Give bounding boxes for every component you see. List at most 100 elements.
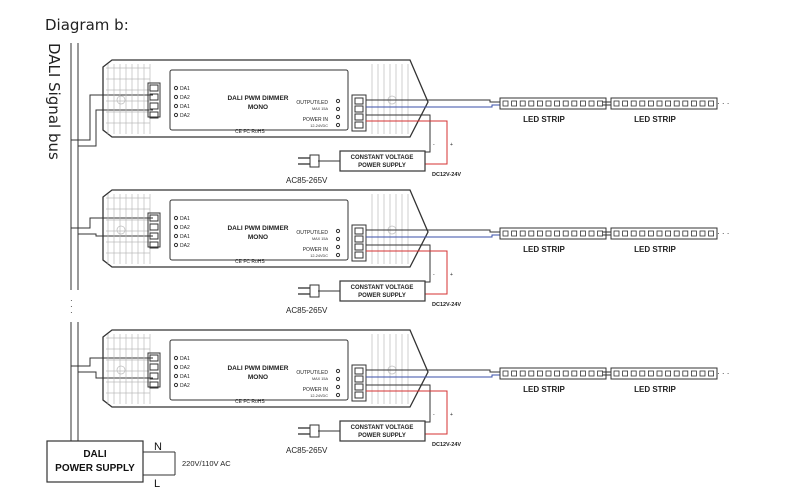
led-chip <box>639 230 646 237</box>
power-in-label: POWER IN <box>303 117 329 123</box>
dimmer-name: DALI PWM DIMMER <box>227 365 288 372</box>
negative-wire <box>366 244 431 283</box>
dali-terminal-block <box>147 82 161 118</box>
led-chip <box>682 230 689 237</box>
led-chip <box>519 370 526 377</box>
led-chip <box>554 370 560 377</box>
output-rating: MAX 15A <box>312 377 329 381</box>
terminal-dot <box>173 224 179 230</box>
power-in-rating: 12-24VDC <box>310 254 328 258</box>
dali-terminal-block <box>147 352 161 388</box>
led-chip <box>691 100 697 107</box>
power-in-rating: 12-24VDC <box>310 124 328 128</box>
led-chip <box>691 370 697 377</box>
cert-marks: CE FC RoHS <box>235 399 265 405</box>
positive-sign: + <box>450 412 453 418</box>
strip-continuation: · · · <box>717 229 729 238</box>
negative-wire <box>366 114 431 153</box>
terminal-dot <box>173 242 179 248</box>
terminal-label: DA2 <box>180 243 190 249</box>
led-chip <box>699 100 706 107</box>
svg-text:·: · <box>70 302 73 311</box>
ac-input-label: AC85-265V <box>286 446 328 455</box>
terminal-screw <box>149 241 159 249</box>
dali-bus-wires: · · · <box>70 43 153 445</box>
led-strip-2 <box>610 367 718 380</box>
led-strip-1 <box>499 97 607 110</box>
led-chip <box>673 370 680 377</box>
led-chip <box>528 370 535 377</box>
led-chip <box>562 100 569 107</box>
led-chip <box>502 100 509 107</box>
dimmer-housing <box>102 59 429 138</box>
led-chip <box>665 100 671 107</box>
terminal-screw <box>149 93 159 101</box>
terminal-dot <box>173 364 179 370</box>
led-chip <box>613 370 620 377</box>
led-chip <box>537 100 543 107</box>
led-chip <box>511 230 518 237</box>
power-in-rating: 12-24VDC <box>310 394 328 398</box>
led-chip <box>588 100 595 107</box>
terminal-dot <box>173 233 179 239</box>
led-chip <box>648 370 654 377</box>
terminal-label: DA1 <box>180 104 190 110</box>
dimmer-model: MONO <box>248 374 268 381</box>
terminal-label: DA2 <box>180 365 190 371</box>
terminal-screw <box>149 372 159 380</box>
terminal-dot <box>335 228 341 234</box>
led-chip <box>622 370 628 377</box>
led-chip <box>673 230 680 237</box>
output-terminal-block <box>351 94 367 132</box>
terminal-screw <box>354 121 364 129</box>
terminal-screw <box>354 375 364 383</box>
led-chip <box>537 230 543 237</box>
terminal-dot <box>173 373 179 379</box>
terminal-dot <box>173 112 179 118</box>
terminal-dot <box>335 384 341 390</box>
led-chip <box>613 100 620 107</box>
led-chip <box>554 230 560 237</box>
dc-output-label: DC12V-24V <box>432 302 461 308</box>
psu-line2: POWER SUPPLY <box>358 163 406 169</box>
led-chip <box>648 230 654 237</box>
led-chip <box>630 230 637 237</box>
terminal-screw <box>354 97 364 105</box>
ac-plug-icon <box>309 284 320 298</box>
led-chip <box>537 370 543 377</box>
dimmer-label-panel <box>169 339 349 401</box>
dc-output-label: DC12V-24V <box>432 442 461 448</box>
terminal-dot <box>335 114 341 120</box>
ac-plug-icon <box>309 154 320 168</box>
positive-sign: + <box>450 272 453 278</box>
led-strip-label: LED STRIP <box>523 245 565 254</box>
positive-wire <box>366 390 448 435</box>
led-strip-2 <box>610 97 718 110</box>
led-chip <box>639 100 646 107</box>
led-chip <box>682 100 689 107</box>
terminal-screw <box>149 381 159 389</box>
terminal-dot <box>335 98 341 104</box>
led-chip <box>665 230 671 237</box>
dimmer-name: DALI PWM DIMMER <box>227 225 288 232</box>
led-chip <box>699 370 706 377</box>
positive-wire <box>366 120 448 165</box>
psu-line2: POWER SUPPLY <box>358 433 406 439</box>
led-chip <box>511 370 518 377</box>
neutral-label: N <box>154 441 162 453</box>
dimmer-housing <box>102 329 429 408</box>
led-strip-label: LED STRIP <box>634 245 676 254</box>
terminal-label: DA1 <box>180 86 190 92</box>
led-chip <box>588 230 595 237</box>
dc-output-label: DC12V-24V <box>432 172 461 178</box>
negative-sign: - <box>433 272 435 278</box>
terminal-screw <box>149 102 159 110</box>
terminal-dot <box>335 122 341 128</box>
positive-sign: + <box>450 142 453 148</box>
terminal-label: DA1 <box>180 216 190 222</box>
led-chip <box>502 230 509 237</box>
led-chip <box>528 230 535 237</box>
cert-marks: CE FC RoHS <box>235 129 265 135</box>
